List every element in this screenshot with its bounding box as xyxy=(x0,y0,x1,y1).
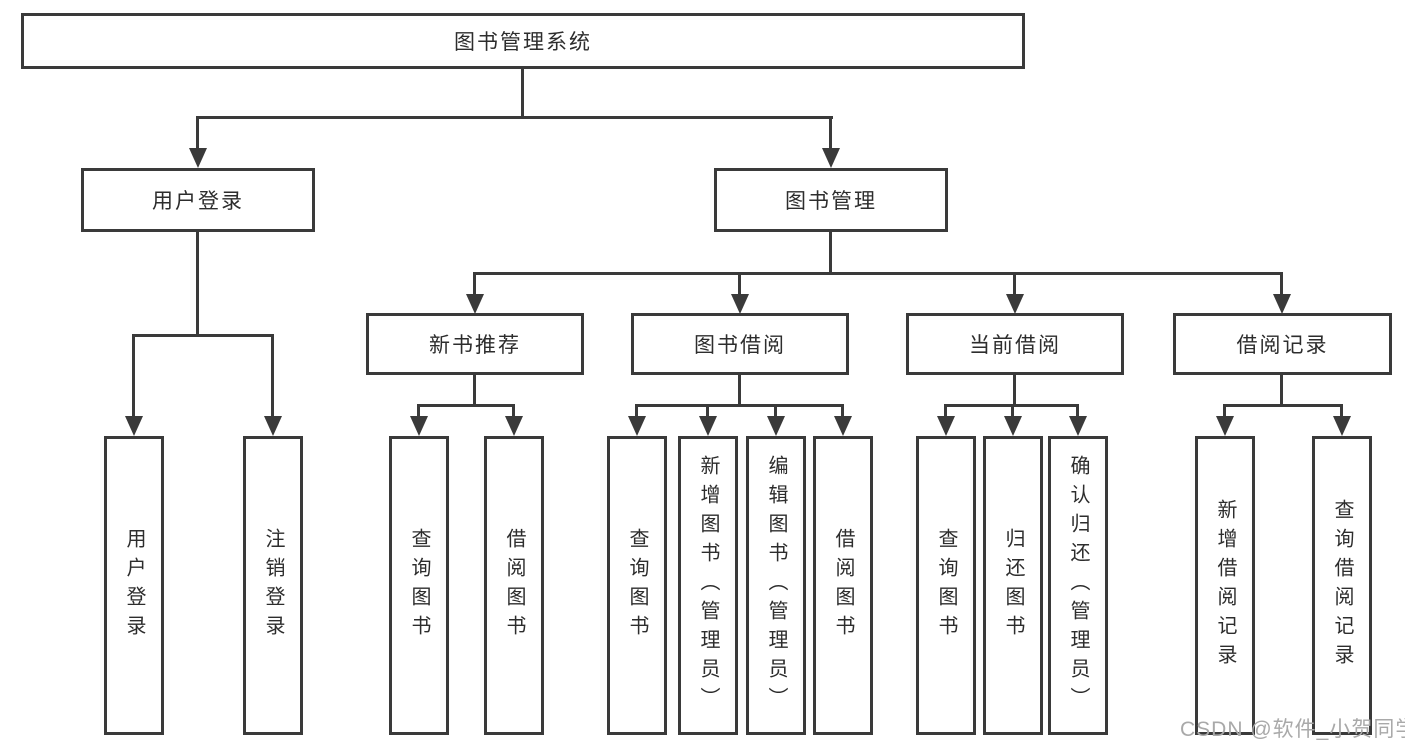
connector-line xyxy=(473,272,1283,275)
connector-line xyxy=(738,272,741,298)
connector-line xyxy=(196,232,199,337)
connector-line xyxy=(196,116,199,152)
arrowhead-down xyxy=(834,416,852,436)
leaf-recommend-borrow-books-label: 借阅图书 xyxy=(503,527,525,644)
arrowhead-down xyxy=(1216,416,1234,436)
leaf-records-query-record: 查询借阅记录 xyxy=(1312,436,1372,735)
arrowhead-down xyxy=(410,416,428,436)
arrowhead-down xyxy=(628,416,646,436)
connector-line xyxy=(635,404,638,420)
node-book-management: 图书管理 xyxy=(714,168,948,232)
node-book-borrow: 图书借阅 xyxy=(631,313,849,375)
connector-line xyxy=(417,404,515,407)
leaf-logout-label: 注销登录 xyxy=(262,527,284,644)
leaf-borrow-add-books-admin-label: 新增图书（管理员） xyxy=(697,455,719,716)
arrowhead-down xyxy=(822,148,840,168)
watermark-text: CSDN @软件_小贺同学 xyxy=(1180,718,1405,741)
connector-line xyxy=(706,404,709,420)
arrowhead-down xyxy=(1273,294,1291,314)
node-borrow-records: 借阅记录 xyxy=(1173,313,1392,375)
arrowhead-down xyxy=(1006,294,1024,314)
leaf-user-login-label: 用户登录 xyxy=(123,527,145,644)
connector-line xyxy=(1223,404,1226,420)
node-new-book-recommend-label: 新书推荐 xyxy=(429,334,521,357)
arrowhead-down xyxy=(731,294,749,314)
connector-line xyxy=(1280,374,1283,407)
node-book-management-label: 图书管理 xyxy=(785,190,877,213)
connector-line xyxy=(1223,404,1343,407)
leaf-current-return-books: 归还图书 xyxy=(983,436,1043,735)
connector-line xyxy=(829,232,832,275)
leaf-records-add-record: 新增借阅记录 xyxy=(1195,436,1255,735)
node-borrow-records-label: 借阅记录 xyxy=(1236,334,1329,357)
connector-line xyxy=(635,404,844,407)
connector-line xyxy=(132,334,135,420)
connector-line xyxy=(473,374,476,407)
arrowhead-down xyxy=(1069,416,1087,436)
node-user-login-label: 用户登录 xyxy=(152,190,244,213)
node-root: 图书管理系统 xyxy=(21,13,1025,69)
leaf-records-add-record-label: 新增借阅记录 xyxy=(1214,498,1236,673)
connector-line xyxy=(512,404,515,420)
arrowhead-down xyxy=(466,294,484,314)
arrowhead-down xyxy=(189,148,207,168)
arrowhead-down xyxy=(767,416,785,436)
connector-line xyxy=(1340,404,1343,420)
connector-line xyxy=(1013,272,1016,298)
arrowhead-down xyxy=(1004,416,1022,436)
node-current-borrow: 当前借阅 xyxy=(906,313,1124,375)
leaf-borrow-edit-books-admin: 编辑图书（管理员） xyxy=(746,436,806,735)
leaf-recommend-borrow-books: 借阅图书 xyxy=(484,436,544,735)
connector-line xyxy=(1280,272,1283,298)
leaf-user-login: 用户登录 xyxy=(104,436,164,735)
connector-line xyxy=(271,334,274,420)
connector-line xyxy=(417,404,420,420)
leaf-recommend-query-books: 查询图书 xyxy=(389,436,449,735)
leaf-borrow-add-books-admin: 新增图书（管理员） xyxy=(678,436,738,735)
node-root-label: 图书管理系统 xyxy=(454,31,592,54)
connector-line xyxy=(521,69,524,119)
node-user-login: 用户登录 xyxy=(81,168,315,232)
leaf-borrow-query-books: 查询图书 xyxy=(607,436,667,735)
arrowhead-down xyxy=(264,416,282,436)
node-book-borrow-label: 图书借阅 xyxy=(694,334,786,357)
node-new-book-recommend: 新书推荐 xyxy=(366,313,584,375)
leaf-borrow-borrow-books-label: 借阅图书 xyxy=(832,527,854,644)
arrowhead-down xyxy=(937,416,955,436)
leaf-logout: 注销登录 xyxy=(243,436,303,735)
leaf-current-confirm-return-admin-label: 确认归还（管理员） xyxy=(1067,455,1089,716)
node-current-borrow-label: 当前借阅 xyxy=(969,334,1061,357)
leaf-records-query-record-label: 查询借阅记录 xyxy=(1331,498,1353,673)
arrowhead-down xyxy=(125,416,143,436)
connector-line xyxy=(738,374,741,407)
leaf-current-return-books-label: 归还图书 xyxy=(1002,527,1024,644)
connector-line xyxy=(1076,404,1079,420)
connector-line xyxy=(829,116,832,152)
leaf-borrow-edit-books-admin-label: 编辑图书（管理员） xyxy=(765,455,787,716)
watermark: CSDN @软件_小贺同学 xyxy=(1180,713,1405,743)
connector-line xyxy=(196,116,833,119)
arrowhead-down xyxy=(699,416,717,436)
leaf-current-query-books-label: 查询图书 xyxy=(935,527,957,644)
connector-line xyxy=(1011,404,1014,420)
connector-line xyxy=(473,272,476,298)
leaf-borrow-query-books-label: 查询图书 xyxy=(626,527,648,644)
connector-line xyxy=(944,404,947,420)
leaf-recommend-query-books-label: 查询图书 xyxy=(408,527,430,644)
arrowhead-down xyxy=(1333,416,1351,436)
arrowhead-down xyxy=(505,416,523,436)
leaf-borrow-borrow-books: 借阅图书 xyxy=(813,436,873,735)
leaf-current-confirm-return-admin: 确认归还（管理员） xyxy=(1048,436,1108,735)
leaf-current-query-books: 查询图书 xyxy=(916,436,976,735)
connector-line xyxy=(774,404,777,420)
connector-line xyxy=(841,404,844,420)
connector-line xyxy=(132,334,274,337)
connector-line xyxy=(1013,374,1016,407)
